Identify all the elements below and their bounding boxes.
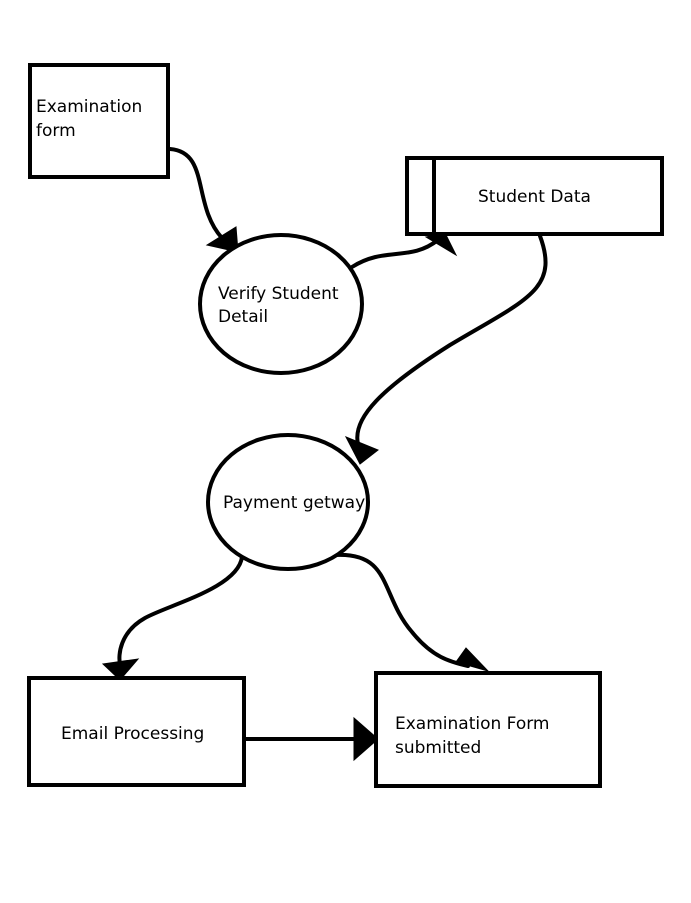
node-student-data-label: Student Data [478,187,591,207]
node-examination-form-label-line-2: form [36,121,76,141]
node-verify-student-detail-label-line-2: Detail [218,307,268,327]
flow-examination-form-to-verify-student-detail [168,147,239,253]
node-examination-form-submitted-label-line-2: submitted [395,738,481,758]
node-payment-getway: Payment getway [206,433,370,571]
node-examination-form-label-line-1: Examination [36,97,142,117]
node-student-data: Student Data [405,156,664,236]
node-email-processing-label: Email Processing [61,724,204,744]
node-verify-student-detail: Verify Student Detail [198,233,364,375]
flow-payment-getway-to-email-processing [101,555,244,681]
flow-email-processing-to-examination-form-submitted [242,716,379,762]
flow-student-data-to-payment-getway [344,234,548,465]
node-examination-form-submitted: Examination Form submitted [374,671,602,788]
node-email-processing: Email Processing [27,676,246,787]
node-payment-getway-label: Payment getway [223,493,365,513]
node-examination-form: Examination form [28,63,170,179]
flow-verify-student-detail-to-student-data [350,232,458,269]
flow-payment-getway-to-examination-form-submitted [333,552,490,672]
node-examination-form-submitted-label-line-1: Examination Form [395,714,550,734]
node-verify-student-detail-label-line-1: Verify Student [218,284,339,304]
